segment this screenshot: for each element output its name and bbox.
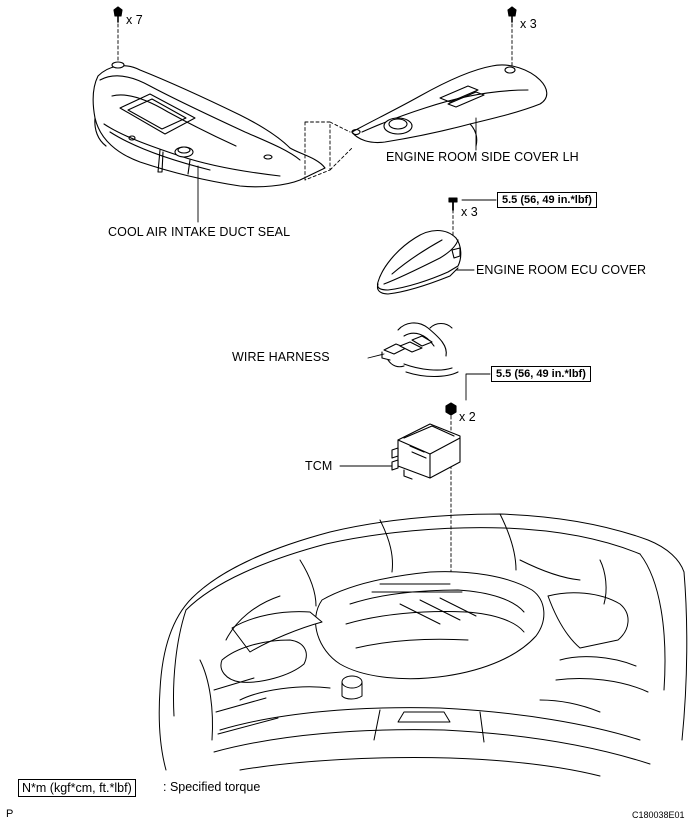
nut-icon [445, 402, 457, 416]
clip-quantity-duct-seal: x 7 [126, 13, 143, 27]
bolt-quantity-ecu-cover: x 3 [461, 205, 478, 219]
engine-room-ecu-cover-part [376, 229, 462, 295]
tcm-torque-leader [465, 373, 491, 401]
label-engine-room-ecu-cover: ENGINE ROOM ECU COVER [476, 263, 647, 277]
clip-icon [113, 6, 123, 23]
label-wire-harness: WIRE HARNESS [232, 350, 330, 364]
clip-quantity-side-cover: x 3 [520, 17, 537, 31]
legend-torque-unit-key: N*m (kgf*cm, ft.*lbf) [18, 779, 136, 797]
engine-room-side-cover-part [351, 64, 548, 147]
label-engine-room-side-cover-lh: ENGINE ROOM SIDE COVER LH [386, 150, 579, 164]
wire-harness-part [381, 322, 459, 378]
tcm-part [391, 423, 461, 480]
connection-dashed-box [304, 121, 353, 181]
cool-air-intake-duct-seal-part [92, 61, 326, 188]
label-cool-air-intake-duct-seal: COOL AIR INTAKE DUCT SEAL [108, 225, 291, 239]
wire-harness-leader-line [367, 353, 385, 359]
bolt-icon [448, 197, 458, 211]
page-marker: P [6, 808, 14, 820]
nut-quantity-tcm: x 2 [459, 410, 476, 424]
clip-icon [507, 6, 517, 23]
illustration-code: C180038E01 [632, 810, 685, 820]
legend-specified-torque-text: : Specified torque [163, 780, 261, 794]
torque-box-tcm: 5.5 (56, 49 in.*lbf) [491, 366, 591, 382]
vehicle-engine-bay-illustration [158, 513, 688, 777]
torque-box-ecu-cover: 5.5 (56, 49 in.*lbf) [497, 192, 597, 208]
label-tcm: TCM [305, 459, 333, 473]
